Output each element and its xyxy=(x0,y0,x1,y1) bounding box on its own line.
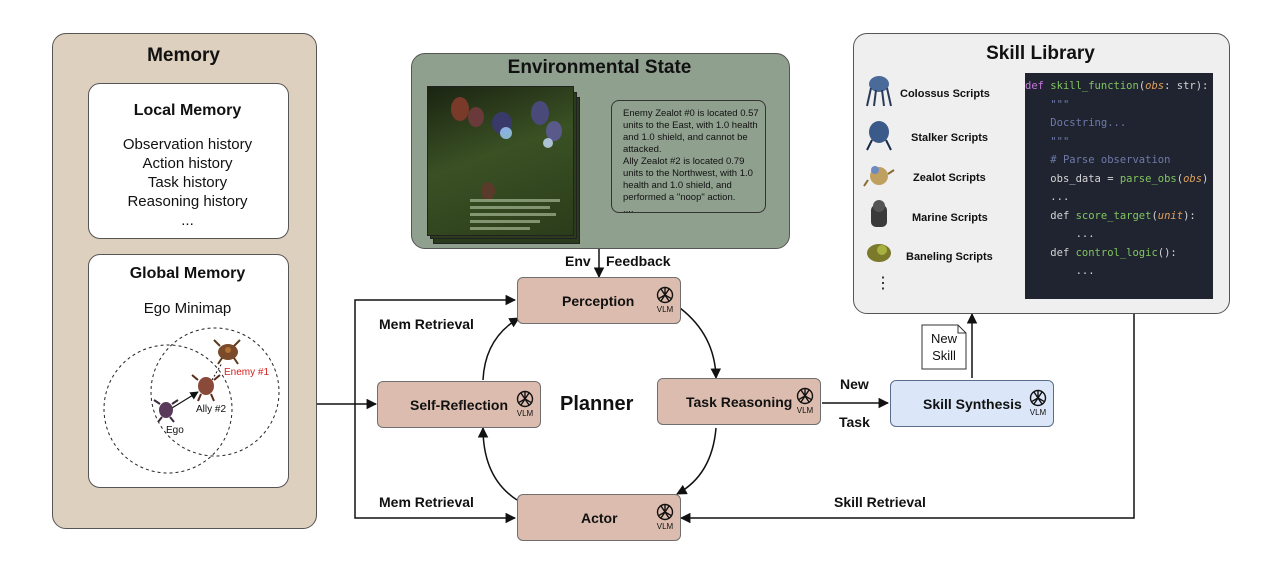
vlm-badge: VLM xyxy=(792,386,818,415)
mem-retrieval-bottom-arrow xyxy=(354,404,517,524)
openai-icon xyxy=(796,387,814,405)
environmental-state-title: Environmental State xyxy=(507,57,692,78)
ego-unit-icon xyxy=(153,399,179,423)
game-screenshot xyxy=(427,86,574,236)
stalker-icon xyxy=(866,121,892,151)
vlm-badge: VLM xyxy=(1025,388,1051,417)
self-reflection-node: Self-Reflection VLM xyxy=(377,381,541,428)
ego-minimap xyxy=(103,327,280,474)
new-skill-label: New Skill xyxy=(930,331,957,363)
local-memory-item: Observation history xyxy=(122,136,253,153)
local-memory-item: Action history xyxy=(142,155,233,172)
global-memory-box xyxy=(88,254,289,488)
memory-title: Memory xyxy=(147,45,220,66)
skill-retrieval-label: Skill Retrieval xyxy=(834,494,926,510)
feedback-label: Feedback xyxy=(606,253,671,269)
local-memory-item: Reasoning history xyxy=(127,193,248,210)
colossus-icon xyxy=(866,76,892,107)
more-scripts-ellipsis: ⋮ xyxy=(875,275,891,292)
skill-retrieval-arrow xyxy=(679,313,1135,524)
mem-retrieval-top-arrow xyxy=(354,294,517,404)
marine-icon xyxy=(871,200,887,227)
skill-synthesis-node: Skill Synthesis VLM xyxy=(890,380,1054,427)
reflection-to-perception-arc xyxy=(482,317,520,381)
new-skill-document-icon xyxy=(921,324,967,370)
vlm-badge: VLM xyxy=(652,502,678,531)
openai-icon xyxy=(516,390,534,408)
observation-line: Ally Zealot #2 is located 0.79 xyxy=(623,156,745,167)
observation-line: attacked. xyxy=(623,144,662,155)
new-task-label-top: New xyxy=(840,376,869,392)
local-memory-item: ... xyxy=(181,212,194,229)
openai-icon xyxy=(656,503,674,521)
observation-line: Enemy Zealot #0 is located 0.57 xyxy=(623,108,759,119)
script-label-marine: Marine Scripts xyxy=(912,212,988,224)
actor-to-reflection-arc xyxy=(477,426,518,501)
skill-library-title: Skill Library xyxy=(986,43,1095,64)
perception-to-reasoning-arc xyxy=(679,307,722,380)
local-memory-box xyxy=(88,83,289,239)
actor-node: Actor VLM xyxy=(517,494,681,541)
ego-minimap-label: Ego Minimap xyxy=(143,300,232,317)
perception-label: Perception xyxy=(562,292,635,309)
actor-label: Actor xyxy=(581,509,618,526)
task-reasoning-label: Task Reasoning xyxy=(686,393,793,410)
openai-icon xyxy=(656,286,674,304)
ally-unit-label: Ally #2 xyxy=(196,404,227,415)
planner-title: Planner xyxy=(560,393,634,415)
local-memory-item: Task history xyxy=(147,174,228,191)
enemy-unit-icon xyxy=(213,339,241,365)
observation-line: performed a "noop" action. xyxy=(623,192,736,203)
script-label-stalker: Stalker Scripts xyxy=(911,132,989,144)
observation-line: and 1.0 shield, and cannot be xyxy=(623,132,748,143)
zealot-icon xyxy=(863,166,895,187)
local-memory-list: Observation history Action history Task … xyxy=(88,135,287,230)
ally-unit-icon xyxy=(191,374,221,402)
script-label-baneling: Baneling Scripts xyxy=(906,251,993,263)
local-memory-title: Local Memory xyxy=(133,102,242,119)
task-reasoning-node: Task Reasoning VLM xyxy=(657,378,821,425)
vlm-badge: VLM xyxy=(512,389,538,418)
script-label-zealot: Zealot Scripts xyxy=(913,172,986,184)
observation-line: units to the East, with 1.0 health xyxy=(623,120,758,131)
env-label: Env xyxy=(565,253,591,269)
observation-line: health and 1.0 shield, and xyxy=(623,180,732,191)
code-block: def skill_function(obs: str): """ Docstr… xyxy=(1025,73,1213,299)
enemy-unit-label: Enemy #1 xyxy=(224,367,270,378)
game-units-icon xyxy=(451,97,562,230)
self-reflection-label: Self-Reflection xyxy=(410,396,509,413)
skill-synthesis-label: Skill Synthesis xyxy=(923,395,1022,412)
reasoning-to-actor-arc xyxy=(676,427,717,495)
ego-unit-label: Ego xyxy=(166,425,184,436)
vlm-badge: VLM xyxy=(652,285,678,314)
observation-line: .... xyxy=(623,204,634,215)
new-task-label-bottom: Task xyxy=(839,414,870,430)
unit-icons-column xyxy=(863,76,895,262)
observation-line: units to the Northwest, with 1.0 xyxy=(623,168,753,179)
baneling-icon xyxy=(867,244,891,262)
openai-icon xyxy=(1029,389,1047,407)
observation-text-box: Enemy Zealot #0 is located 0.57 units to… xyxy=(611,100,766,215)
mem-retrieval-top-label: Mem Retrieval xyxy=(379,316,474,332)
mem-retrieval-bottom-label: Mem Retrieval xyxy=(379,494,474,510)
perception-node: Perception VLM xyxy=(517,277,681,324)
global-memory-title: Global Memory xyxy=(129,265,246,282)
script-label-colossus: Colossus Scripts xyxy=(900,88,990,100)
